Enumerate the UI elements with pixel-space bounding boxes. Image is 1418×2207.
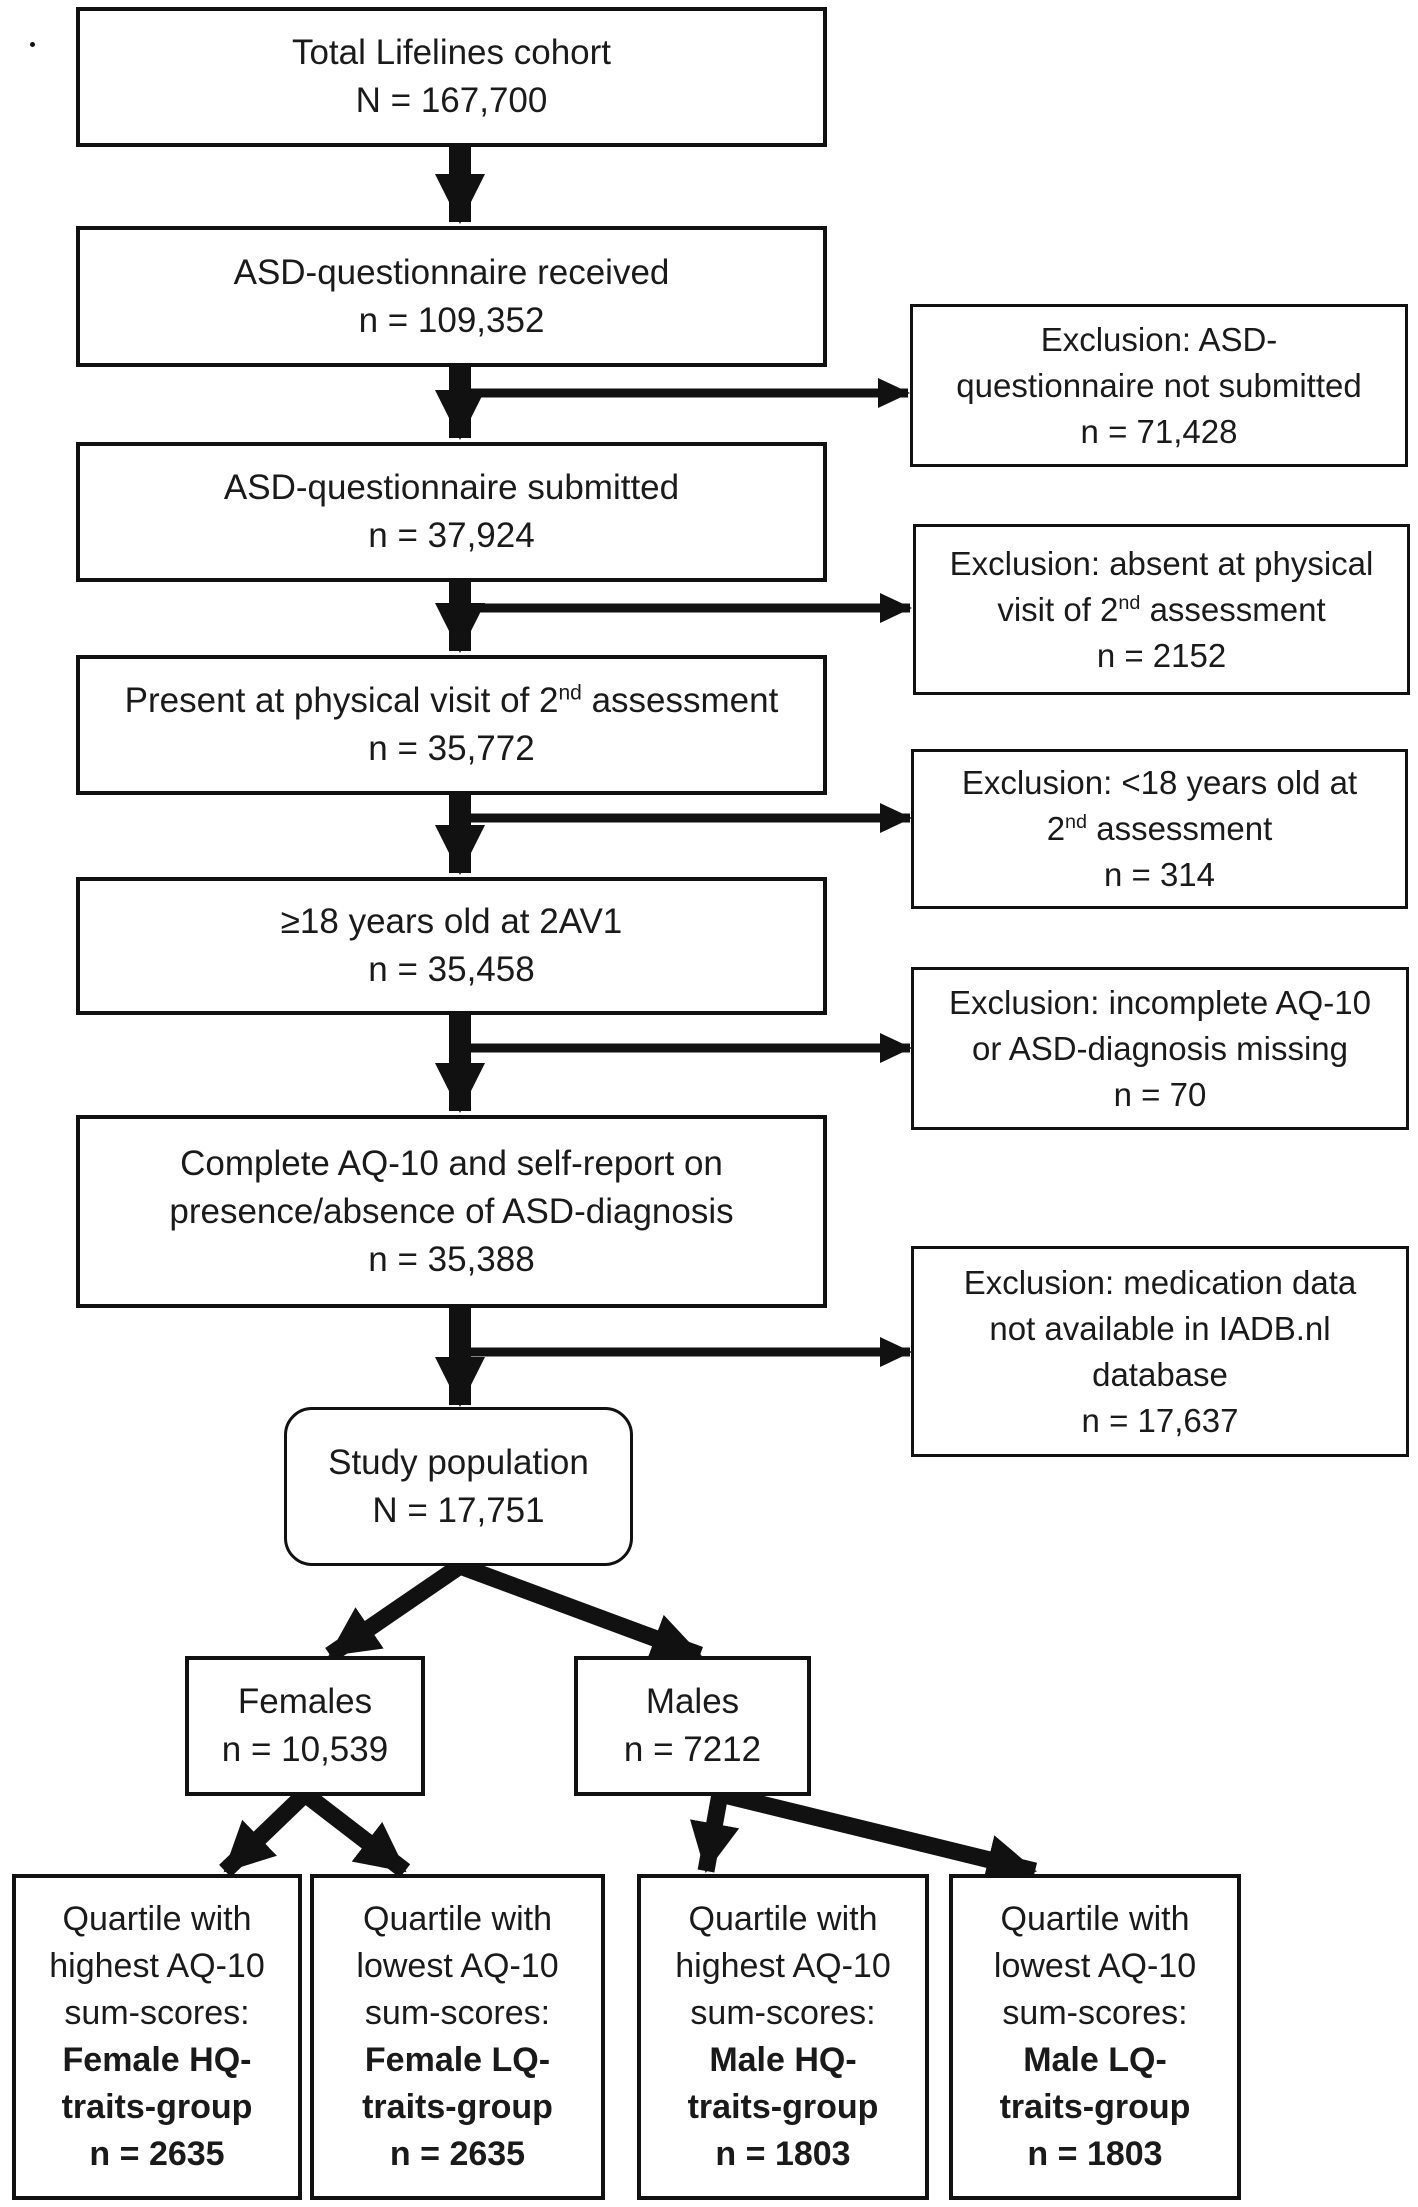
- exclusion-1-line-2: questionnaire not submitted: [956, 366, 1362, 404]
- box-exclusion-3: Exclusion: <18 years old at 2nd assessme…: [911, 749, 1408, 909]
- exclusion-2-line-2: visit of 2nd assessment: [997, 590, 1326, 628]
- box-exclusion-5: Exclusion: medication data not available…: [911, 1246, 1409, 1457]
- exclusion-5-line-3: database: [1092, 1355, 1228, 1393]
- arrow-females-to-lq: [299, 1787, 411, 1878]
- female-hq-count: n = 2635: [89, 2135, 225, 2173]
- box-females: Females n = 10,539: [185, 1656, 425, 1796]
- female-hq-line-2: highest AQ-10: [49, 1947, 265, 1985]
- arrow-study-to-males: [457, 1558, 703, 1663]
- box-adults: ≥18 years old at 2AV1 n = 35,458: [76, 877, 827, 1015]
- adult-title: ≥18 years old at 2AV1: [280, 902, 623, 941]
- present-title: Present at physical visit of 2nd assessm…: [124, 681, 779, 720]
- total-count: N = 167,700: [355, 81, 548, 120]
- study-population-title: Study population: [328, 1442, 589, 1482]
- male-hq-line-3: sum-scores:: [690, 1994, 876, 2032]
- exclusion-1-count: n = 71,428: [1080, 412, 1238, 450]
- complete-line-1: Complete AQ-10 and self-report on: [180, 1143, 723, 1183]
- box-female-lq: Quartile with lowest AQ-10 sum-scores: F…: [310, 1874, 605, 2200]
- male-hq-line-2: highest AQ-10: [675, 1947, 891, 1985]
- male-hq-group-2: traits-group: [687, 2088, 879, 2126]
- exclusion-2-line-1: Exclusion: absent at physical: [949, 544, 1374, 582]
- submitted-title: ASD-questionnaire submitted: [223, 468, 680, 507]
- male-hq-count: n = 1803: [715, 2135, 851, 2173]
- female-lq-line-1: Quartile with: [363, 1900, 552, 1938]
- box-males: Males n = 7212: [574, 1656, 811, 1796]
- male-lq-line-1: Quartile with: [1000, 1900, 1190, 1938]
- male-lq-group-1: Male LQ-: [1023, 2041, 1167, 2079]
- male-lq-group-2: traits-group: [999, 2088, 1191, 2126]
- box-present-at-visit: Present at physical visit of 2nd assessm…: [76, 655, 827, 795]
- arrow-females-to-hq: [219, 1787, 311, 1878]
- stray-dot: [30, 42, 35, 47]
- exclusion-2-count: n = 2152: [1096, 636, 1227, 674]
- female-hq-line-3: sum-scores:: [64, 1994, 250, 2032]
- total-title: Total Lifelines cohort: [291, 33, 612, 72]
- box-exclusion-1: Exclusion: ASD- questionnaire not submit…: [910, 304, 1408, 467]
- female-lq-line-2: lowest AQ-10: [356, 1947, 559, 1985]
- female-lq-line-3: sum-scores:: [364, 1994, 551, 2032]
- adult-count: n = 35,458: [368, 950, 535, 989]
- female-lq-group-2: traits-group: [362, 2088, 553, 2126]
- exclusion-4-count: n = 70: [1113, 1075, 1207, 1113]
- submitted-count: n = 37,924: [368, 516, 535, 555]
- female-hq-group-1: Female HQ-: [62, 2041, 252, 2079]
- exclusion-4-line-2: or ASD-diagnosis missing: [972, 1029, 1348, 1067]
- arrow-males-to-lq: [717, 1785, 1038, 1884]
- received-count: n = 109,352: [358, 300, 545, 340]
- males-count: n = 7212: [623, 1730, 762, 1769]
- box-total-cohort: Total Lifelines cohort N = 167,700: [76, 7, 827, 147]
- box-questionnaire-submitted: ASD-questionnaire submitted n = 37,924: [76, 442, 827, 582]
- study-population-count: N = 17,751: [372, 1490, 545, 1530]
- exclusion-4-line-1: Exclusion: incomplete AQ-10: [949, 983, 1371, 1021]
- box-male-hq: Quartile with highest AQ-10 sum-scores: …: [637, 1874, 929, 2200]
- exclusion-1-line-1: Exclusion: ASD-: [1040, 320, 1278, 358]
- male-hq-line-1: Quartile with: [688, 1900, 878, 1938]
- arrow-study-to-females: [325, 1558, 465, 1663]
- box-questionnaire-received: ASD-questionnaire received n = 109,352: [76, 226, 827, 367]
- present-count: n = 35,772: [368, 729, 535, 768]
- females-title: Females: [237, 1682, 373, 1721]
- exclusion-5-line-1: Exclusion: medication data: [963, 1263, 1357, 1301]
- box-female-hq: Quartile with highest AQ-10 sum-scores: …: [12, 1874, 302, 2200]
- male-lq-line-3: sum-scores:: [1002, 1994, 1188, 2032]
- box-complete-aq10: Complete AQ-10 and self-report on presen…: [76, 1115, 827, 1308]
- female-lq-count: n = 2635: [389, 2135, 526, 2173]
- exclusion-3-line-1: Exclusion: <18 years old at: [961, 764, 1358, 801]
- exclusion-5-count: n = 17,637: [1081, 1401, 1239, 1439]
- exclusion-5-line-2: not available in IADB.nl: [989, 1309, 1331, 1347]
- box-study-population: Study population N = 17,751: [284, 1407, 633, 1566]
- received-title: ASD-questionnaire received: [233, 252, 670, 292]
- male-lq-line-2: lowest AQ-10: [993, 1947, 1197, 1985]
- female-hq-line-1: Quartile with: [62, 1900, 252, 1938]
- box-male-lq: Quartile with lowest AQ-10 sum-scores: M…: [949, 1874, 1241, 2200]
- box-exclusion-2: Exclusion: absent at physical visit of 2…: [913, 524, 1410, 695]
- female-lq-group-1: Female LQ-: [364, 2041, 551, 2079]
- male-hq-group-1: Male HQ-: [709, 2041, 857, 2079]
- exclusion-3-count: n = 314: [1103, 856, 1216, 893]
- female-hq-group-2: traits-group: [61, 2088, 253, 2126]
- exclusion-3-line-2: 2nd assessment: [1046, 810, 1273, 847]
- males-title: Males: [645, 1682, 740, 1721]
- box-exclusion-4: Exclusion: incomplete AQ-10 or ASD-diagn…: [911, 967, 1409, 1130]
- complete-line-2: presence/absence of ASD-diagnosis: [169, 1191, 734, 1231]
- male-lq-count: n = 1803: [1027, 2135, 1163, 2173]
- complete-count: n = 35,388: [368, 1239, 535, 1279]
- females-count: n = 10,539: [221, 1730, 389, 1769]
- arrow-males-to-hq: [689, 1792, 740, 1873]
